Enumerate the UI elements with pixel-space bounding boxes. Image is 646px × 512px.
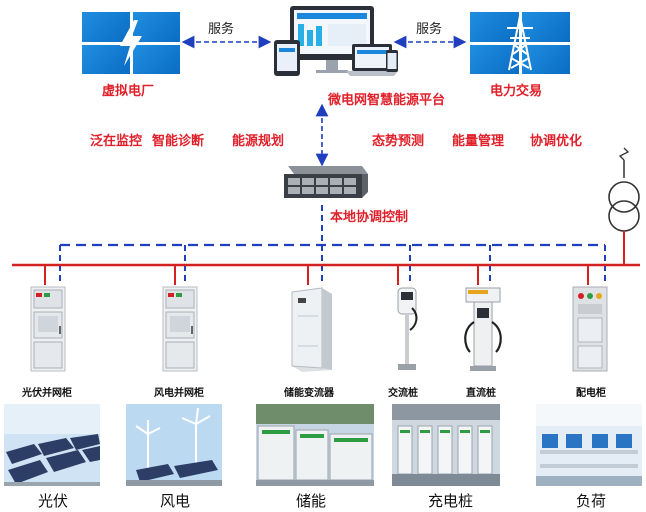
dc-charger-icon xyxy=(464,287,502,371)
pv-grid-cabinet-icon xyxy=(30,286,66,372)
distribution-cabinet-icon xyxy=(572,286,608,372)
function-label: 能源规划 xyxy=(232,134,285,149)
service-label-left: 服务 xyxy=(208,22,235,37)
platform-label: 微电网智慧能源平台 xyxy=(328,93,446,108)
device-label: 直流桩 xyxy=(466,388,496,399)
transmission-tower-icon xyxy=(507,15,533,71)
photo-label: 光伏 xyxy=(38,492,69,510)
function-label: 智能诊断 xyxy=(152,134,205,149)
transformer-icon xyxy=(608,147,640,265)
power-trading-label: 电力交易 xyxy=(490,84,543,99)
function-label: 能量管理 xyxy=(452,134,505,149)
function-label: 协调优化 xyxy=(530,134,583,149)
wind-photo xyxy=(126,404,222,486)
photo-label: 储能 xyxy=(296,492,327,510)
device-label: 储能变流器 xyxy=(284,388,334,399)
virtual-plant-label: 虚拟电厂 xyxy=(102,84,155,99)
photo-label: 充电桩 xyxy=(428,492,474,510)
storage-photo xyxy=(256,404,374,486)
photo-label: 风电 xyxy=(160,492,191,510)
lightning-icon xyxy=(120,20,142,66)
ac-charger-icon xyxy=(397,287,418,370)
photo-label: 负荷 xyxy=(576,492,607,510)
storage-converter-icon xyxy=(291,287,332,372)
device-label: 光伏并网柜 xyxy=(22,388,72,399)
platform-devices-icon xyxy=(274,6,398,76)
function-label: 泛在监控 xyxy=(90,134,143,149)
device-label: 风电并网柜 xyxy=(154,388,204,399)
wind-grid-cabinet-icon xyxy=(162,286,198,372)
controller-label: 本地协调控制 xyxy=(330,210,409,225)
controller-device-icon xyxy=(284,166,368,198)
device-label: 配电柜 xyxy=(576,388,606,399)
service-label-right: 服务 xyxy=(416,22,443,37)
load-photo xyxy=(536,404,642,486)
function-label: 态势预测 xyxy=(372,134,425,149)
pv-photo xyxy=(4,404,100,486)
device-label: 交流桩 xyxy=(388,388,418,399)
charging-pile-photo xyxy=(392,404,500,486)
